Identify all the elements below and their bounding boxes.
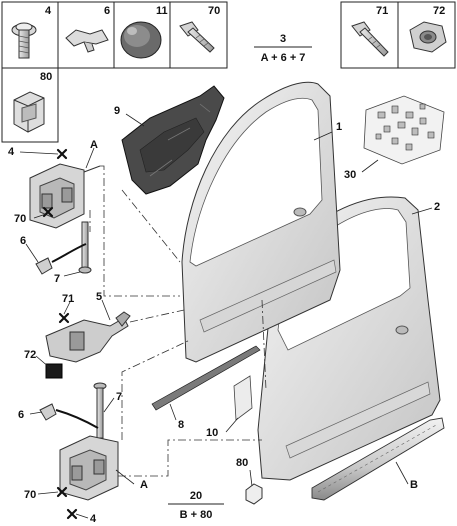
kit-number: 20 [190,490,202,502]
hinge-lower [59,435,119,501]
part-number-11: 11 [156,5,168,17]
spring-clip-upper [35,243,87,275]
kit-formula: B + 80 [180,509,213,521]
cross-mark [42,206,54,218]
door-membrane [121,85,225,195]
parts-box-group-left: 4 6 11 70 80 [1,1,228,143]
spring-clip-lower [39,403,99,429]
callout-check-strap: 5 [96,291,102,303]
callout-seal: 10 [206,427,218,439]
leader-lines [19,113,433,519]
cross-mark [56,486,68,498]
callout-clip-80: 80 [236,457,248,469]
kit-3-label: 3 A + 6 + 7 [254,33,312,64]
callout-pin-lower: 7 [116,391,122,403]
seal-rod [151,345,261,411]
hinge-pin-lower [93,382,107,439]
callout-labels: 1 2 9 30 A 4 70 6 7 5 71 72 7 6 8 10 A 7… [8,105,440,525]
removal-marks [42,148,78,520]
part-number-71: 71 [376,5,388,17]
callout-membrane: 9 [114,105,120,117]
callout-hinge-lower: A [140,479,148,491]
parts-box-frame-80 [1,67,59,143]
cross-mark [56,148,68,160]
part-number-6: 6 [104,5,110,17]
torx-bolt-icon [351,21,389,57]
callout-nut-72: 72 [24,349,36,361]
door-front [181,81,341,363]
hinge-pin-upper [78,221,92,274]
seal-pad [233,375,253,421]
nut-icon [409,21,447,53]
callout-bolt-lower-70: 70 [24,489,36,501]
bolt-icon [11,22,37,59]
callout-door-rear: 2 [434,201,440,213]
cross-mark [66,508,78,520]
callout-rod: 8 [178,419,184,431]
callout-bolt-upper-4: 4 [8,146,15,158]
screw-icon [179,21,215,53]
callout-clip-bag: 30 [344,169,356,181]
kit-20-label: 20 B + 80 [168,490,224,521]
callout-bolt-upper-70: 70 [14,213,26,225]
assembly-lines [89,165,267,477]
hinge-upper [29,163,101,229]
callout-bolt-lower-4: 4 [90,513,97,525]
clip-bag [363,95,445,165]
callout-trim-strip: B [410,479,418,491]
clip-icon [65,29,109,53]
check-strap [45,311,131,363]
cap-icon [120,21,162,59]
trim-strip [311,417,445,501]
fastener-icon [13,91,45,133]
callout-door-front: 1 [336,121,342,133]
clip-80-part [245,483,263,505]
part-number-4: 4 [45,5,52,17]
part-number-70: 70 [208,5,220,17]
callout-hinge-upper: A [90,139,98,151]
callout-pin-upper: 7 [54,273,60,285]
callout-clip-upper: 6 [20,235,26,247]
kit-formula: A + 6 + 7 [261,52,306,64]
parts-box-group-right: 71 72 [340,1,456,69]
cross-mark [58,312,70,324]
callout-clip-lower: 6 [18,409,24,421]
kit-number: 3 [280,33,286,45]
part-number-72: 72 [433,5,445,17]
nut-72-part [45,363,63,379]
part-number-80: 80 [40,71,52,83]
callout-bolt-71: 71 [62,293,74,305]
